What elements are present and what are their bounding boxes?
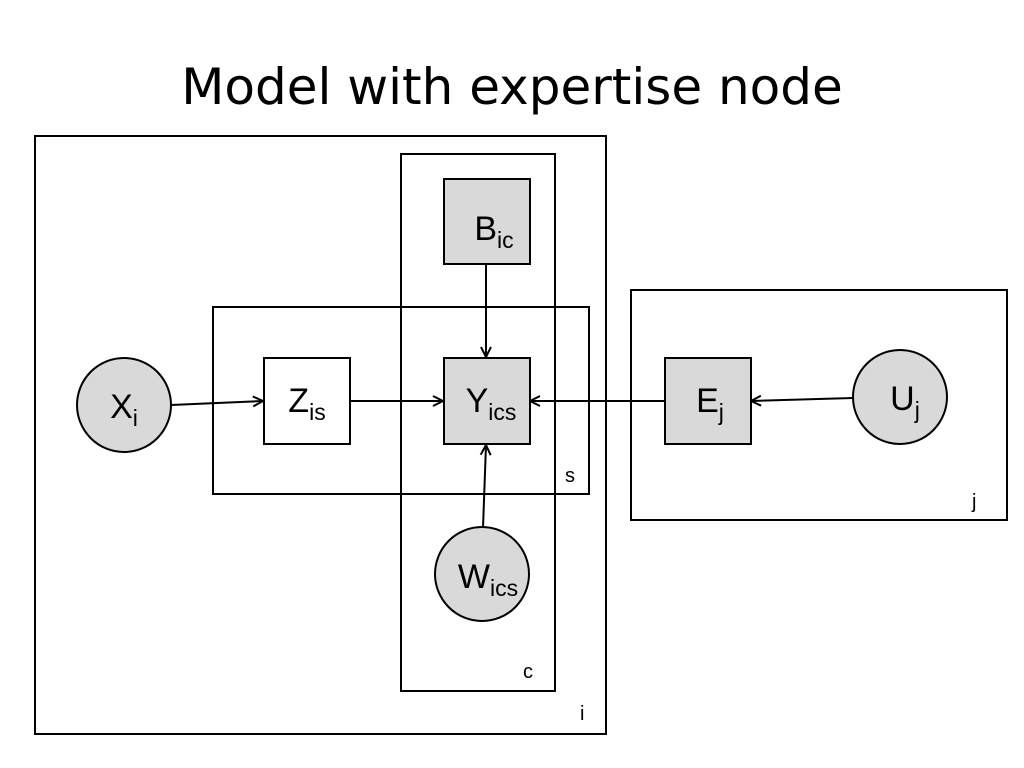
- plate-j-label: j: [971, 491, 976, 513]
- edge-w-to-y: [483, 445, 486, 529]
- node-w-label: Wics: [458, 558, 518, 601]
- node-w: Wics: [434, 526, 530, 622]
- node-b: Bic: [443, 178, 531, 265]
- plate-i: [34, 135, 607, 735]
- plate-s-label: s: [565, 465, 575, 487]
- node-z: Zis: [263, 357, 351, 445]
- node-b-label: Bic: [474, 210, 513, 253]
- node-x: Xi: [76, 357, 172, 453]
- node-u: Uj: [852, 349, 948, 445]
- node-e: Ej: [664, 357, 752, 445]
- edge-u-to-e: [751, 398, 854, 401]
- edge-x-to-z: [170, 401, 263, 405]
- node-y-label: Yics: [466, 382, 517, 425]
- node-y: Yics: [443, 357, 531, 445]
- node-z-label: Zis: [288, 382, 325, 425]
- node-x-label: Xi: [110, 388, 138, 431]
- plate-i-label: i: [580, 703, 584, 725]
- node-u-label: Uj: [890, 380, 920, 423]
- plate-c: [400, 153, 556, 692]
- plate-j: [630, 289, 1008, 521]
- node-e-label: Ej: [696, 382, 724, 425]
- plate-c-label: c: [523, 661, 533, 683]
- slide-title: Model with expertise node: [181, 58, 843, 116]
